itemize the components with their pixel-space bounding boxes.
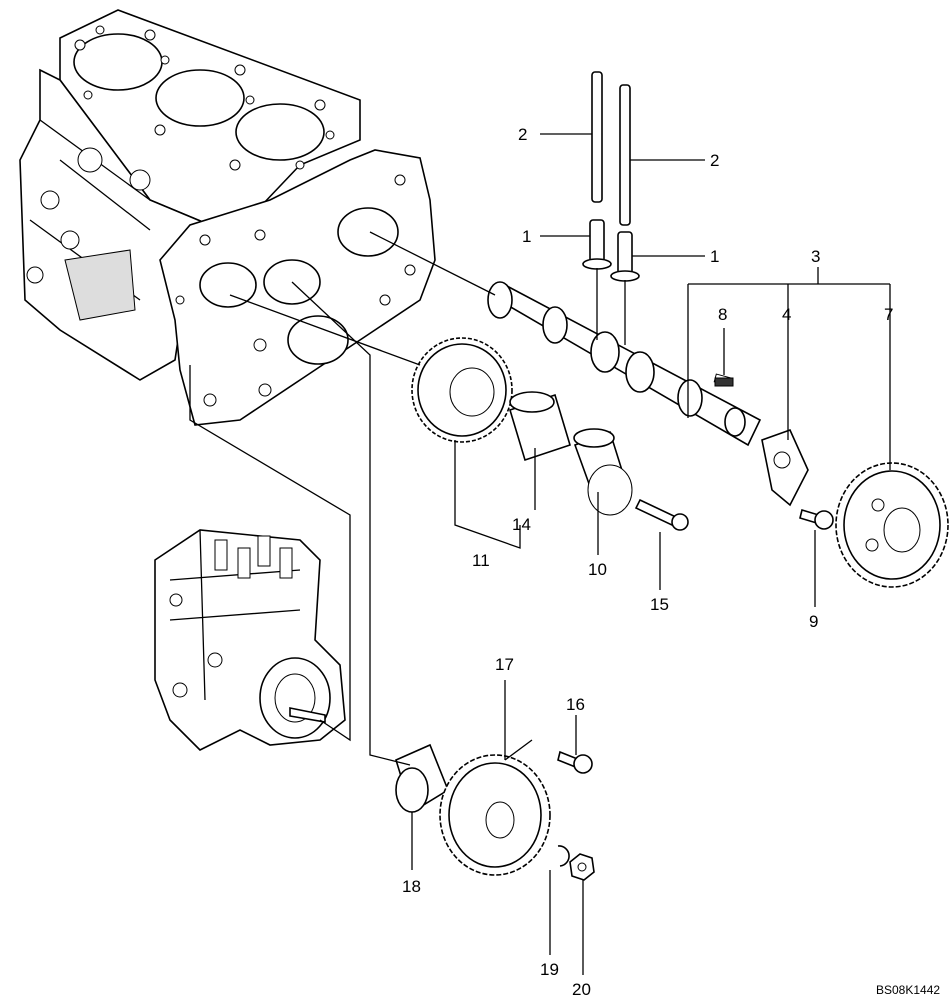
- callout-14: 14: [512, 515, 531, 534]
- idle-gear: [411, 337, 513, 443]
- leader-lines: [411, 133, 891, 975]
- callout-18: 18: [402, 877, 421, 896]
- idle-gear-shaft: [573, 428, 633, 516]
- callout-3: 3: [811, 247, 820, 266]
- drawing-code: BS08K1442: [876, 983, 940, 997]
- injection-pump: [154, 529, 346, 751]
- callout-11: 11: [472, 551, 490, 570]
- callout-8: 8: [718, 305, 727, 324]
- callout-2a: 2: [518, 125, 527, 144]
- camshaft: [487, 281, 762, 447]
- pump-drive-gear: [439, 754, 551, 876]
- callout-19: 19: [540, 960, 559, 979]
- bolt-15: [634, 498, 689, 531]
- bolt-9: [799, 508, 834, 530]
- callout-10: 10: [588, 560, 607, 579]
- callout-15: 15: [650, 595, 669, 614]
- pump-hub: [395, 743, 449, 814]
- washer: [557, 845, 570, 867]
- key: [714, 377, 734, 387]
- tappets: [582, 219, 640, 282]
- callout-20: 20: [572, 980, 591, 999]
- guide-lines: [189, 231, 521, 766]
- callout-2b: 2: [710, 151, 719, 170]
- camshaft-gear: [835, 462, 949, 588]
- nut: [569, 853, 595, 881]
- callout-labels: 1 1 2 2 3 4 7 8 9 10 11 14 15 16 17 18 1…: [402, 125, 940, 999]
- bolt-16: [557, 750, 593, 774]
- callout-17: 17: [495, 655, 514, 674]
- push-rods: [591, 71, 631, 226]
- callout-1b: 1: [710, 247, 719, 266]
- bushing: [509, 391, 571, 462]
- callout-16: 16: [566, 695, 585, 714]
- thrust-plate: [761, 428, 809, 507]
- engine-block: [19, 9, 436, 426]
- callout-7: 7: [884, 305, 893, 324]
- callout-9: 9: [809, 612, 818, 631]
- callout-1a: 1: [522, 227, 531, 246]
- callout-4: 4: [782, 305, 791, 324]
